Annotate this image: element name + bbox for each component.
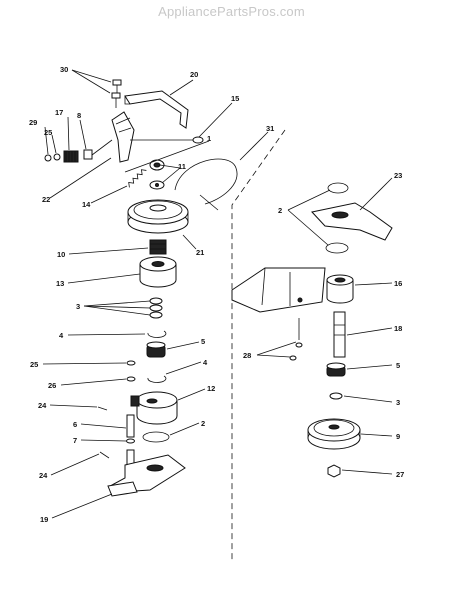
callout-12: 12 [207, 384, 215, 393]
hub-part-13 [139, 256, 177, 288]
callout-4-upper: 4 [59, 331, 64, 340]
ring-part-2-right-lower [325, 242, 349, 254]
callout-2-lower: 2 [201, 419, 205, 428]
housing-part-12 [130, 391, 178, 425]
assembly-separator [231, 129, 286, 560]
callout-8: 8 [77, 111, 81, 120]
pins-part-24 [97, 406, 110, 459]
callout-3-right: 3 [396, 398, 400, 407]
callout-26: 26 [48, 381, 56, 390]
callout-23: 23 [394, 171, 402, 180]
callout-30: 30 [60, 65, 68, 74]
bolts-part-28 [289, 318, 303, 361]
leader-lines [42, 69, 393, 519]
callout-1: 1 [207, 134, 211, 143]
callout-25-upper: 25 [44, 128, 52, 137]
pulley-part-21 [127, 199, 189, 234]
bearing-part-5-upper [146, 341, 166, 358]
callout-21: 21 [196, 248, 204, 257]
spring-part-14 [128, 169, 147, 188]
nut-washer-part-11 [149, 159, 165, 190]
ring-part-2-right-upper [327, 182, 349, 194]
mounting-bracket [231, 267, 326, 313]
callout-19: 19 [40, 515, 48, 524]
callout-25-lower: 25 [30, 360, 38, 369]
bolt-part-30 [111, 79, 122, 108]
housing-part-16 [326, 274, 354, 304]
guard-part-19 [107, 454, 186, 497]
clip-washer-parts [126, 360, 136, 382]
ring-part-2-left [142, 431, 170, 443]
bracket-part-20 [124, 90, 189, 129]
callout-18: 18 [394, 324, 402, 333]
washer-set-part-3 [149, 297, 163, 319]
callout-3-left: 3 [76, 302, 80, 311]
callout-labels: 30 20 15 29 17 8 25 1 31 11 22 14 23 2 2… [29, 65, 404, 524]
pulley-part-9 [307, 418, 361, 450]
callout-16: 16 [394, 279, 402, 288]
callout-17: 17 [55, 108, 63, 117]
watermark-text: AppliancePartsPros.com [158, 4, 305, 19]
plate-part-23 [311, 202, 393, 241]
bearing-part-5-right [326, 362, 346, 377]
callout-9: 9 [396, 432, 400, 441]
callout-27: 27 [396, 470, 404, 479]
washer-part-3-right [329, 392, 343, 400]
callout-7: 7 [73, 436, 77, 445]
idler-arm-assembly [44, 111, 135, 163]
nut-part-27 [327, 464, 341, 478]
callout-2-upper: 2 [278, 206, 282, 215]
callout-14: 14 [82, 200, 91, 209]
callout-5-left: 5 [201, 337, 205, 346]
callout-11: 11 [178, 162, 186, 171]
callout-24-upper: 24 [38, 401, 47, 410]
belt-part-31 [174, 158, 238, 211]
callout-28: 28 [243, 351, 251, 360]
callout-13: 13 [56, 279, 64, 288]
callout-24-lower: 24 [39, 471, 48, 480]
callout-20: 20 [190, 70, 198, 79]
spindle-part-18 [333, 311, 346, 358]
bearing-part-10 [149, 239, 167, 255]
callout-5-right: 5 [396, 361, 400, 370]
callout-4-lower: 4 [203, 358, 208, 367]
snap-ring-part-4-lower [147, 375, 167, 383]
callout-10: 10 [57, 250, 65, 259]
snap-ring-part-4-upper [147, 330, 167, 338]
callout-22: 22 [42, 195, 50, 204]
callout-15: 15 [231, 94, 239, 103]
callout-29: 29 [29, 118, 37, 127]
rod-part-15 [130, 136, 204, 144]
callout-31: 31 [266, 124, 274, 133]
callout-6: 6 [73, 420, 77, 429]
